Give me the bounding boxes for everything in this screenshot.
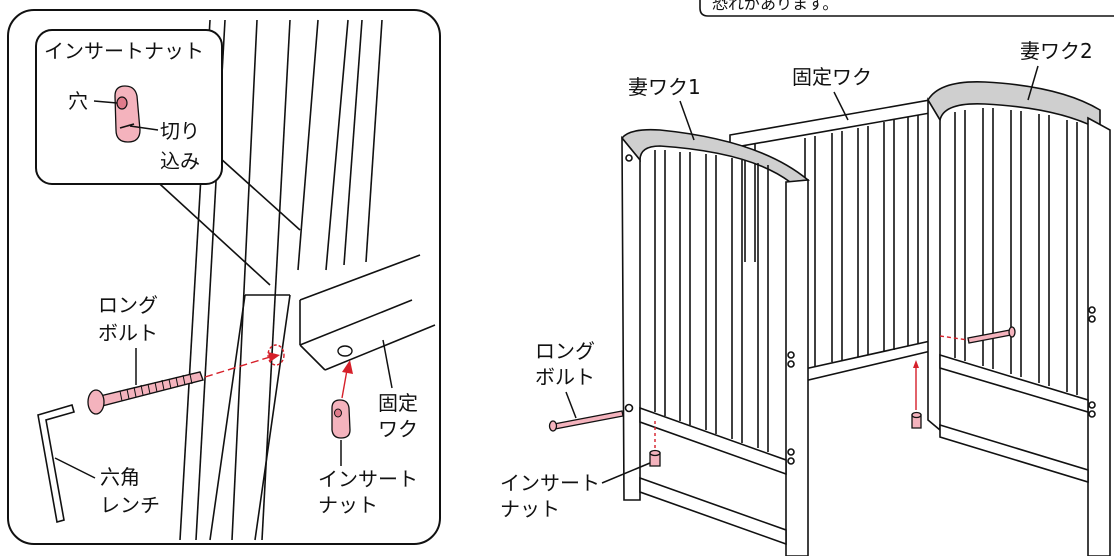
inset-title: インサートナット bbox=[44, 39, 204, 63]
leader-hole bbox=[93, 100, 118, 104]
label-long-bolt-2: ボルト bbox=[98, 321, 158, 345]
caution-box bbox=[699, 0, 1114, 17]
nut-arrow bbox=[342, 360, 353, 374]
label-insert-2: ナット bbox=[318, 493, 378, 517]
label-notch-1: 切り bbox=[160, 119, 200, 143]
caution-text: 恐れがあります。 bbox=[712, 0, 838, 13]
label-fixed-frame: 固定ワク bbox=[792, 65, 872, 89]
bolt-threads bbox=[119, 373, 193, 402]
label-hole: 穴 bbox=[68, 89, 88, 113]
leader-fixed bbox=[382, 339, 393, 389]
label-hex-2: レンチ bbox=[100, 493, 160, 517]
nut-path-red bbox=[341, 369, 348, 399]
end-frame-2-slats bbox=[954, 108, 1078, 395]
wrench-shape bbox=[37, 404, 75, 524]
label-end-frame-1: 妻ワク1 bbox=[628, 75, 701, 99]
leader-long-bolt-overview bbox=[565, 391, 577, 419]
label-long-bolt-overview-2: ボルト bbox=[535, 365, 595, 389]
end-frame-1 bbox=[620, 128, 810, 556]
bolt-head bbox=[87, 389, 105, 415]
leader-insert-overview bbox=[601, 462, 651, 484]
insert-nut-detail: インサート ナット bbox=[318, 360, 418, 517]
fixed-frame bbox=[729, 99, 936, 384]
post-hole-target bbox=[267, 344, 285, 366]
end-frame-2 bbox=[927, 81, 1111, 556]
leader-hex bbox=[54, 457, 96, 479]
label-long-bolt-1: ロング bbox=[98, 293, 158, 317]
leader-notch bbox=[129, 125, 159, 131]
leader-end-frame-1 bbox=[679, 100, 695, 141]
insert-nut-illustration bbox=[114, 85, 141, 143]
overview-panel: 恐れがあります。 bbox=[500, 0, 1114, 556]
label-fixed-1: 固定 bbox=[378, 391, 418, 415]
end-frame-2-top bbox=[927, 81, 1101, 132]
long-bolt-overview bbox=[548, 326, 1016, 432]
label-insert-overview-1: インサート bbox=[500, 471, 600, 495]
label-fixed-2: ワク bbox=[378, 417, 418, 441]
end-frame-1-slats bbox=[654, 150, 769, 452]
fixed-frame-slats bbox=[744, 115, 919, 368]
leader-fixed-frame bbox=[833, 91, 849, 121]
long-bolt-detail: ロング ボルト bbox=[87, 293, 280, 415]
hex-wrench: 六角 レンチ bbox=[37, 404, 160, 524]
insert-nut-overview bbox=[649, 360, 922, 467]
insert-nut-inset: インサートナット 穴 切り 込み bbox=[35, 29, 223, 185]
bolt-arrow bbox=[268, 352, 280, 362]
label-hex-1: 六角 bbox=[100, 465, 140, 489]
label-end-frame-2: 妻ワク2 bbox=[1020, 39, 1093, 63]
label-notch-2: 込み bbox=[160, 149, 200, 173]
label-insert-1: インサート bbox=[318, 467, 418, 491]
leader-end-frame-2 bbox=[1027, 65, 1039, 101]
label-long-bolt-overview-1: ロング bbox=[535, 339, 595, 363]
detail-panel: インサートナット 穴 切り 込み ロング ボルト 六角 bbox=[7, 9, 441, 545]
label-insert-overview-2: ナット bbox=[500, 497, 560, 521]
rail-hole bbox=[337, 345, 353, 357]
